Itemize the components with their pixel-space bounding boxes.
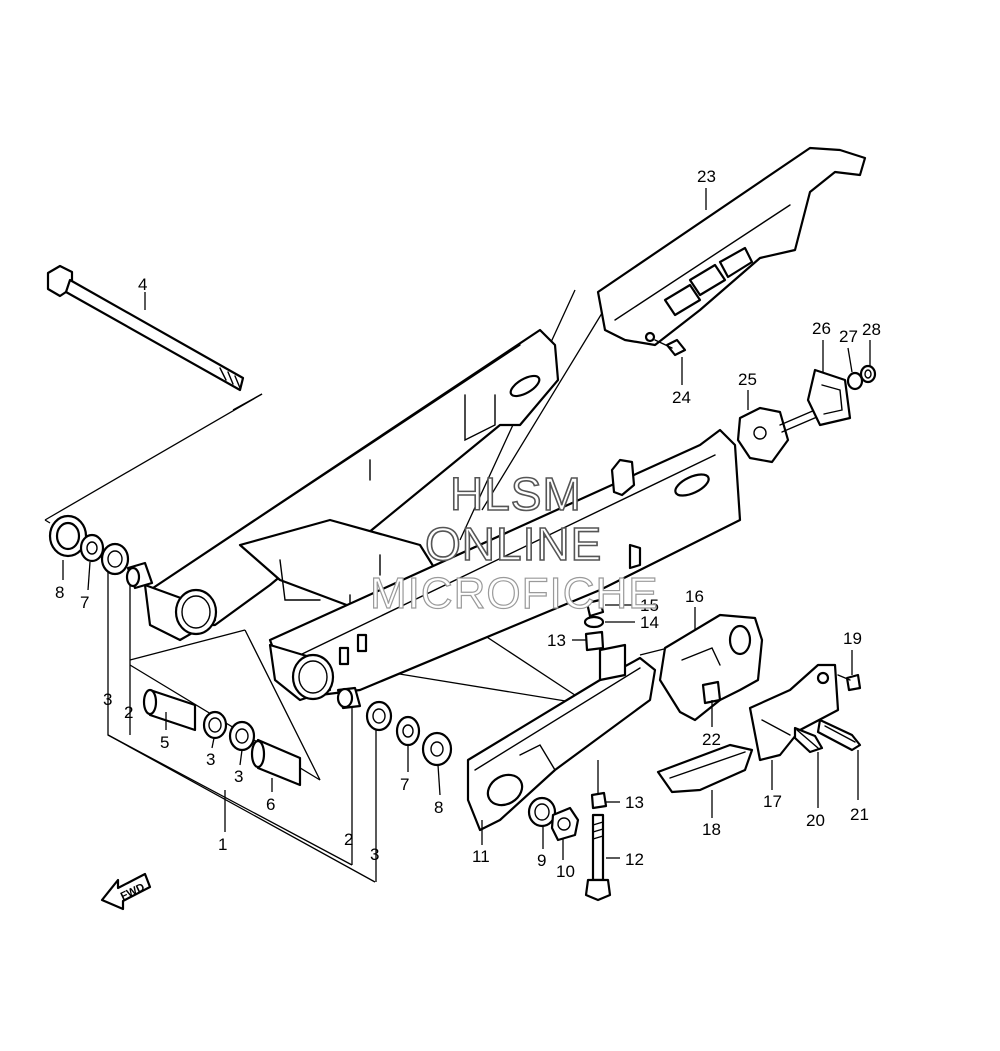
- chain-guard: [596, 146, 867, 357]
- callout-3-c: 3: [234, 767, 243, 786]
- watermark-line2: ONLINE: [425, 518, 602, 570]
- callout-13-lower: 13: [625, 793, 644, 812]
- fwd-arrow-icon: [100, 872, 152, 911]
- callout-3-a: 3: [103, 690, 112, 709]
- callout-14: 14: [640, 613, 659, 632]
- callout-1: 1: [218, 835, 227, 854]
- callout-20: 20: [806, 811, 825, 830]
- callout-13-upper: 13: [547, 631, 566, 650]
- callout-26: 26: [812, 319, 831, 338]
- watermark-line1: HLSM: [450, 468, 582, 520]
- callout-7-left: 7: [80, 593, 89, 612]
- watermark: HLSM ONLINE MICROFICHE: [369, 467, 659, 618]
- callout-3-b: 3: [206, 750, 215, 769]
- callout-25: 25: [738, 370, 757, 389]
- callout-28: 28: [862, 320, 881, 339]
- callout-5: 5: [160, 733, 169, 752]
- callout-11: 11: [472, 847, 490, 866]
- pivot-bolt: [46, 264, 245, 392]
- callout-3-d: 3: [370, 845, 379, 864]
- forward-arrow: FWD: [100, 872, 152, 911]
- chain-slider: [466, 598, 657, 902]
- callout-8-left: 8: [55, 583, 64, 602]
- callout-24: 24: [672, 388, 691, 407]
- swingarm: [143, 328, 742, 702]
- chain-roller-bracket: [656, 613, 862, 794]
- callout-15: 15: [640, 596, 659, 615]
- callout-9: 9: [537, 851, 546, 870]
- callout-22: 22: [702, 730, 721, 749]
- left-pivot-hardware: [48, 514, 154, 590]
- callout-2-right: 2: [344, 830, 353, 849]
- inner-sleeves: [142, 688, 302, 787]
- right-pivot-hardware: [336, 686, 453, 767]
- callout-4: 4: [138, 275, 147, 294]
- callout-27: 27: [839, 327, 858, 346]
- callout-18: 18: [702, 820, 721, 839]
- callout-12: 12: [625, 850, 644, 869]
- callout-6: 6: [266, 795, 275, 814]
- callout-17: 17: [763, 792, 782, 811]
- callout-2-left: 2: [124, 703, 133, 722]
- callout-7-right: 7: [400, 775, 409, 794]
- callout-labels: 4 8 7 3 2 5 3 3 6 1 2 3 7 8 11 9 10 12 1…: [55, 167, 881, 881]
- callout-21: 21: [850, 805, 869, 824]
- callout-19: 19: [843, 629, 862, 648]
- callout-16: 16: [685, 587, 704, 606]
- chain-adjuster: [736, 364, 877, 464]
- callout-8-right: 8: [434, 798, 443, 817]
- watermark-line3: MICROFICHE: [370, 569, 659, 618]
- callout-10: 10: [556, 862, 575, 881]
- callout-23: 23: [697, 167, 716, 186]
